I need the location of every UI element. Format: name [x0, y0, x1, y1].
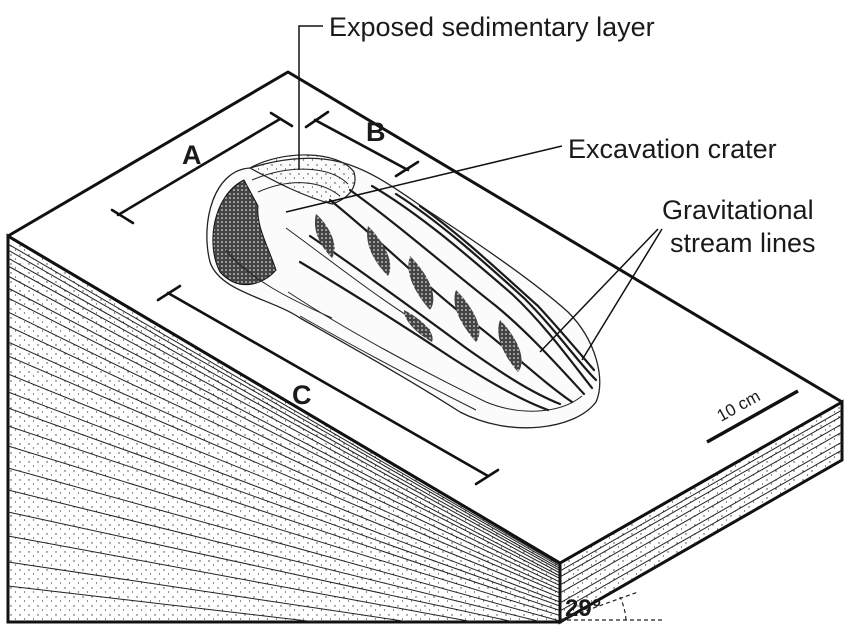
stratum-line: [8, 355, 560, 594]
stratum-line: [8, 561, 560, 622]
callout-leaders: [285, 25, 663, 361]
stratum-line: [8, 585, 560, 622]
stratum-line: [8, 325, 560, 586]
stratum-line: [8, 373, 560, 598]
stratum-line: [8, 511, 560, 622]
shadow-patch: [367, 226, 391, 276]
angle-indicator: [559, 591, 664, 621]
stratum-line: [8, 243, 560, 566]
stratum-line: [8, 535, 560, 622]
stream-line: [418, 204, 596, 372]
stratum-line: [8, 445, 560, 616]
stratum-line: [8, 341, 560, 590]
stratum-line: [8, 287, 560, 577]
stratum-line: [8, 297, 560, 579]
scale-bar: [706, 389, 799, 444]
stratum-line: [8, 425, 560, 611]
stratum-line: [560, 441, 842, 604]
stratum-line: [8, 407, 560, 607]
dimension-label-c: C: [292, 380, 312, 410]
angle-label: 29°: [565, 595, 601, 622]
stratum-line: [560, 431, 842, 594]
dimension-label-b: B: [366, 117, 386, 147]
stratum-line: [8, 249, 560, 567]
shadow-patch: [404, 310, 433, 342]
stratum-line: [8, 391, 560, 603]
stratum-line: [560, 409, 842, 572]
shadow-patch: [314, 214, 335, 258]
excavation-crater-drawing: [206, 154, 601, 429]
shadow-patch: [408, 256, 434, 310]
stratum-line: [8, 489, 560, 622]
stratum-line: [560, 449, 842, 612]
stratum-line: [8, 265, 560, 571]
stratum-line: [8, 467, 560, 622]
stratum-line: [560, 415, 842, 578]
dimension-label-a: A: [182, 140, 202, 170]
stream-line: [298, 260, 550, 412]
stratum-line: [8, 275, 560, 574]
stream-line: [394, 192, 598, 382]
label-excavation-crater: Excavation crater: [568, 134, 777, 164]
shadow-patch: [498, 320, 522, 372]
stratum-line: [8, 311, 560, 583]
stream-line: [370, 184, 594, 390]
stratum-line: [560, 423, 842, 586]
label-stream-lines: stream lines: [670, 228, 816, 258]
shadow-patch: [454, 290, 480, 342]
label-exposed-sedimentary-layer: Exposed sedimentary layer: [329, 12, 655, 42]
stream-line: [308, 234, 562, 406]
dimension-bars: [110, 110, 500, 486]
stream-line: [348, 188, 586, 396]
stratum-line: [8, 257, 560, 569]
label-gravitational: Gravitational: [662, 195, 814, 225]
